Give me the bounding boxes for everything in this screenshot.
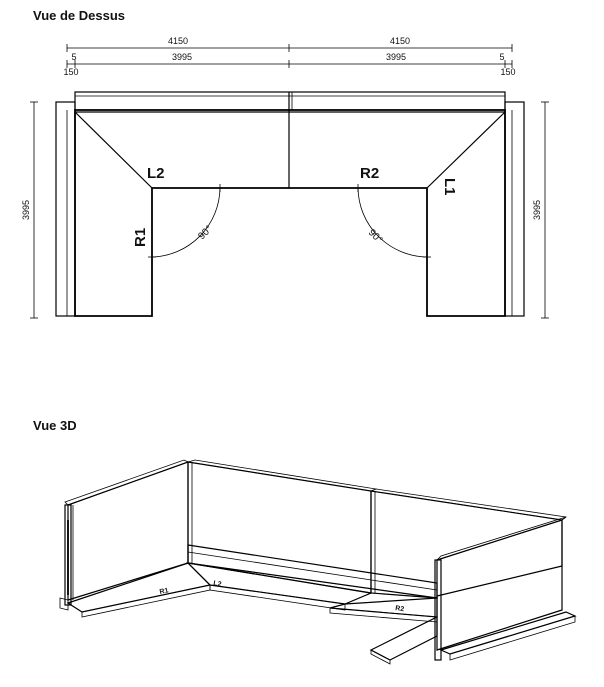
iso-backrest-right (369, 488, 568, 599)
label-l1: L1 (441, 178, 458, 196)
iso-label-r1: R1 (159, 587, 169, 596)
dim-total-left: 4150 (168, 36, 188, 46)
backrest-plan (74, 91, 506, 188)
dim-inner-left: 3995 (172, 52, 192, 62)
angle-label-right: 90° (366, 227, 384, 245)
iso-base-left (59, 597, 69, 611)
dim-total-right: 4150 (390, 36, 410, 46)
dimension-row-inner: 5 3995 3995 5 150 150 (63, 52, 515, 77)
angle-label-left: 90° (196, 224, 214, 242)
dim-depth-right: 3995 (532, 200, 542, 220)
dim-gap-left: 5 (71, 52, 76, 62)
top-view-title: Vue de Dessus (33, 8, 126, 23)
dimension-row-total: 4150 4150 (66, 36, 513, 52)
label-l2: L2 (147, 165, 165, 182)
label-r2: R2 (360, 165, 379, 182)
iso-backrest-left (187, 459, 378, 594)
seat-outline-plan (74, 109, 506, 317)
3d-view-title: Vue 3D (33, 418, 77, 433)
dimension-depth-left: 3995 (21, 101, 38, 319)
dimension-depth-right: 3995 (532, 101, 549, 319)
dim-arm-right: 150 (500, 67, 515, 77)
iso-seat-modules (66, 544, 438, 665)
iso-label-l2: L2 (213, 580, 222, 588)
armrest-right-plan (504, 101, 525, 317)
iso-label-r2: R2 (395, 605, 405, 613)
dim-depth-left: 3995 (21, 200, 31, 220)
armrest-left-plan (55, 101, 76, 317)
iso-view: R1 L2 R2 (59, 459, 577, 665)
dim-gap-right: 5 (499, 52, 504, 62)
dim-arm-left: 150 (63, 67, 78, 77)
dim-inner-right: 3995 (386, 52, 406, 62)
angle-arc-right: 90° (357, 184, 431, 258)
iso-armrest-right-wall (434, 516, 577, 661)
angle-arc-left: 90° (148, 184, 221, 258)
label-r1: R1 (132, 228, 149, 247)
top-view: 4150 4150 5 3995 3995 5 150 150 3995 (21, 36, 549, 319)
